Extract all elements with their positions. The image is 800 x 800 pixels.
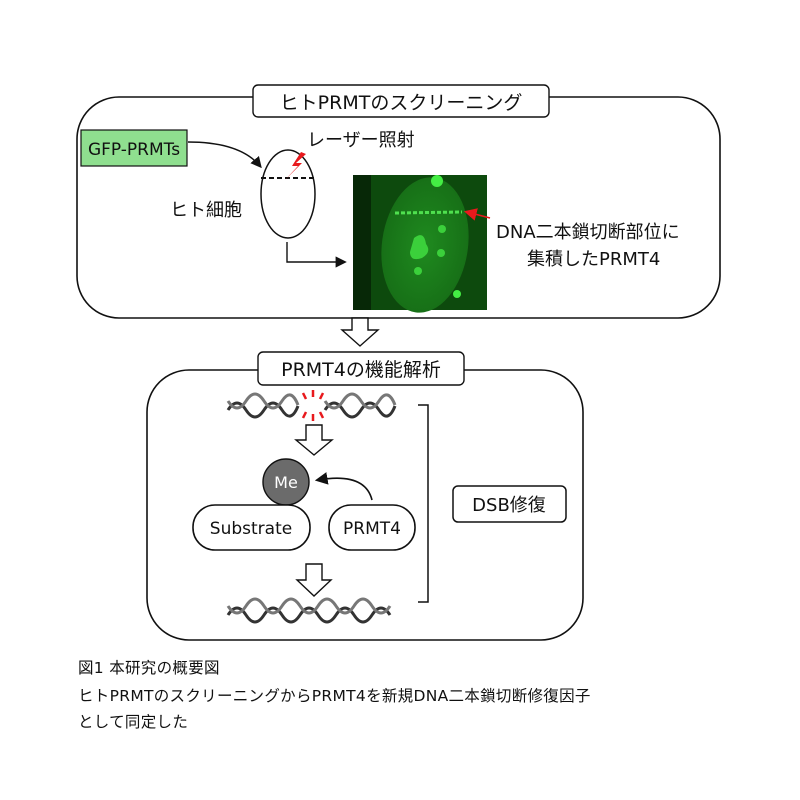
down-arrow-icon bbox=[295, 563, 333, 597]
result-line-1: DNA二本鎖切断部位に bbox=[496, 222, 680, 243]
methyl-label: Me bbox=[274, 473, 298, 492]
cell-label: ヒト細胞 bbox=[170, 200, 242, 221]
gfp-prmts-box bbox=[80, 129, 188, 167]
to-image-arrow bbox=[286, 242, 347, 268]
caption-line-3: として同定した bbox=[78, 713, 189, 731]
caption-title: 図1 本研究の概要図 bbox=[78, 659, 220, 677]
gfp-prmts-label: GFP-PRMTs bbox=[88, 140, 180, 160]
repaired-dna-icon bbox=[226, 597, 392, 624]
down-arrow-icon bbox=[340, 317, 380, 347]
dsb-repair-box bbox=[452, 485, 567, 523]
human-cell bbox=[260, 149, 316, 239]
substrate-pill bbox=[192, 504, 311, 551]
break-marks-icon bbox=[301, 390, 325, 421]
prmt4-pill bbox=[328, 504, 416, 551]
down-arrow-icon bbox=[294, 424, 334, 456]
dsb-repair-label: DSB修復 bbox=[472, 495, 546, 516]
analysis-title-box bbox=[257, 351, 465, 386]
laser-label: レーザー照射 bbox=[307, 130, 415, 151]
prmt4-label: PRMT4 bbox=[343, 519, 401, 539]
screening-title-box bbox=[252, 84, 550, 118]
broken-dna-icon bbox=[226, 392, 397, 419]
transfect-arrow bbox=[187, 141, 262, 169]
result-line-2: 集積したPRMT4 bbox=[527, 249, 660, 270]
microscopy-image bbox=[353, 175, 487, 313]
laser-bolt-icon bbox=[285, 152, 306, 180]
substrate-label: Substrate bbox=[210, 519, 292, 539]
bracket bbox=[418, 404, 429, 603]
accumulation-pointer bbox=[463, 208, 491, 221]
analysis-title: PRMT4の機能解析 bbox=[281, 359, 441, 381]
screening-title: ヒトPRMTのスクリーニング bbox=[280, 92, 523, 114]
methylation-arrow bbox=[314, 472, 373, 501]
caption-line-2: ヒトPRMTのスクリーニングからPRMT4を新規DNA二本鎖切断修復因子 bbox=[78, 687, 591, 705]
